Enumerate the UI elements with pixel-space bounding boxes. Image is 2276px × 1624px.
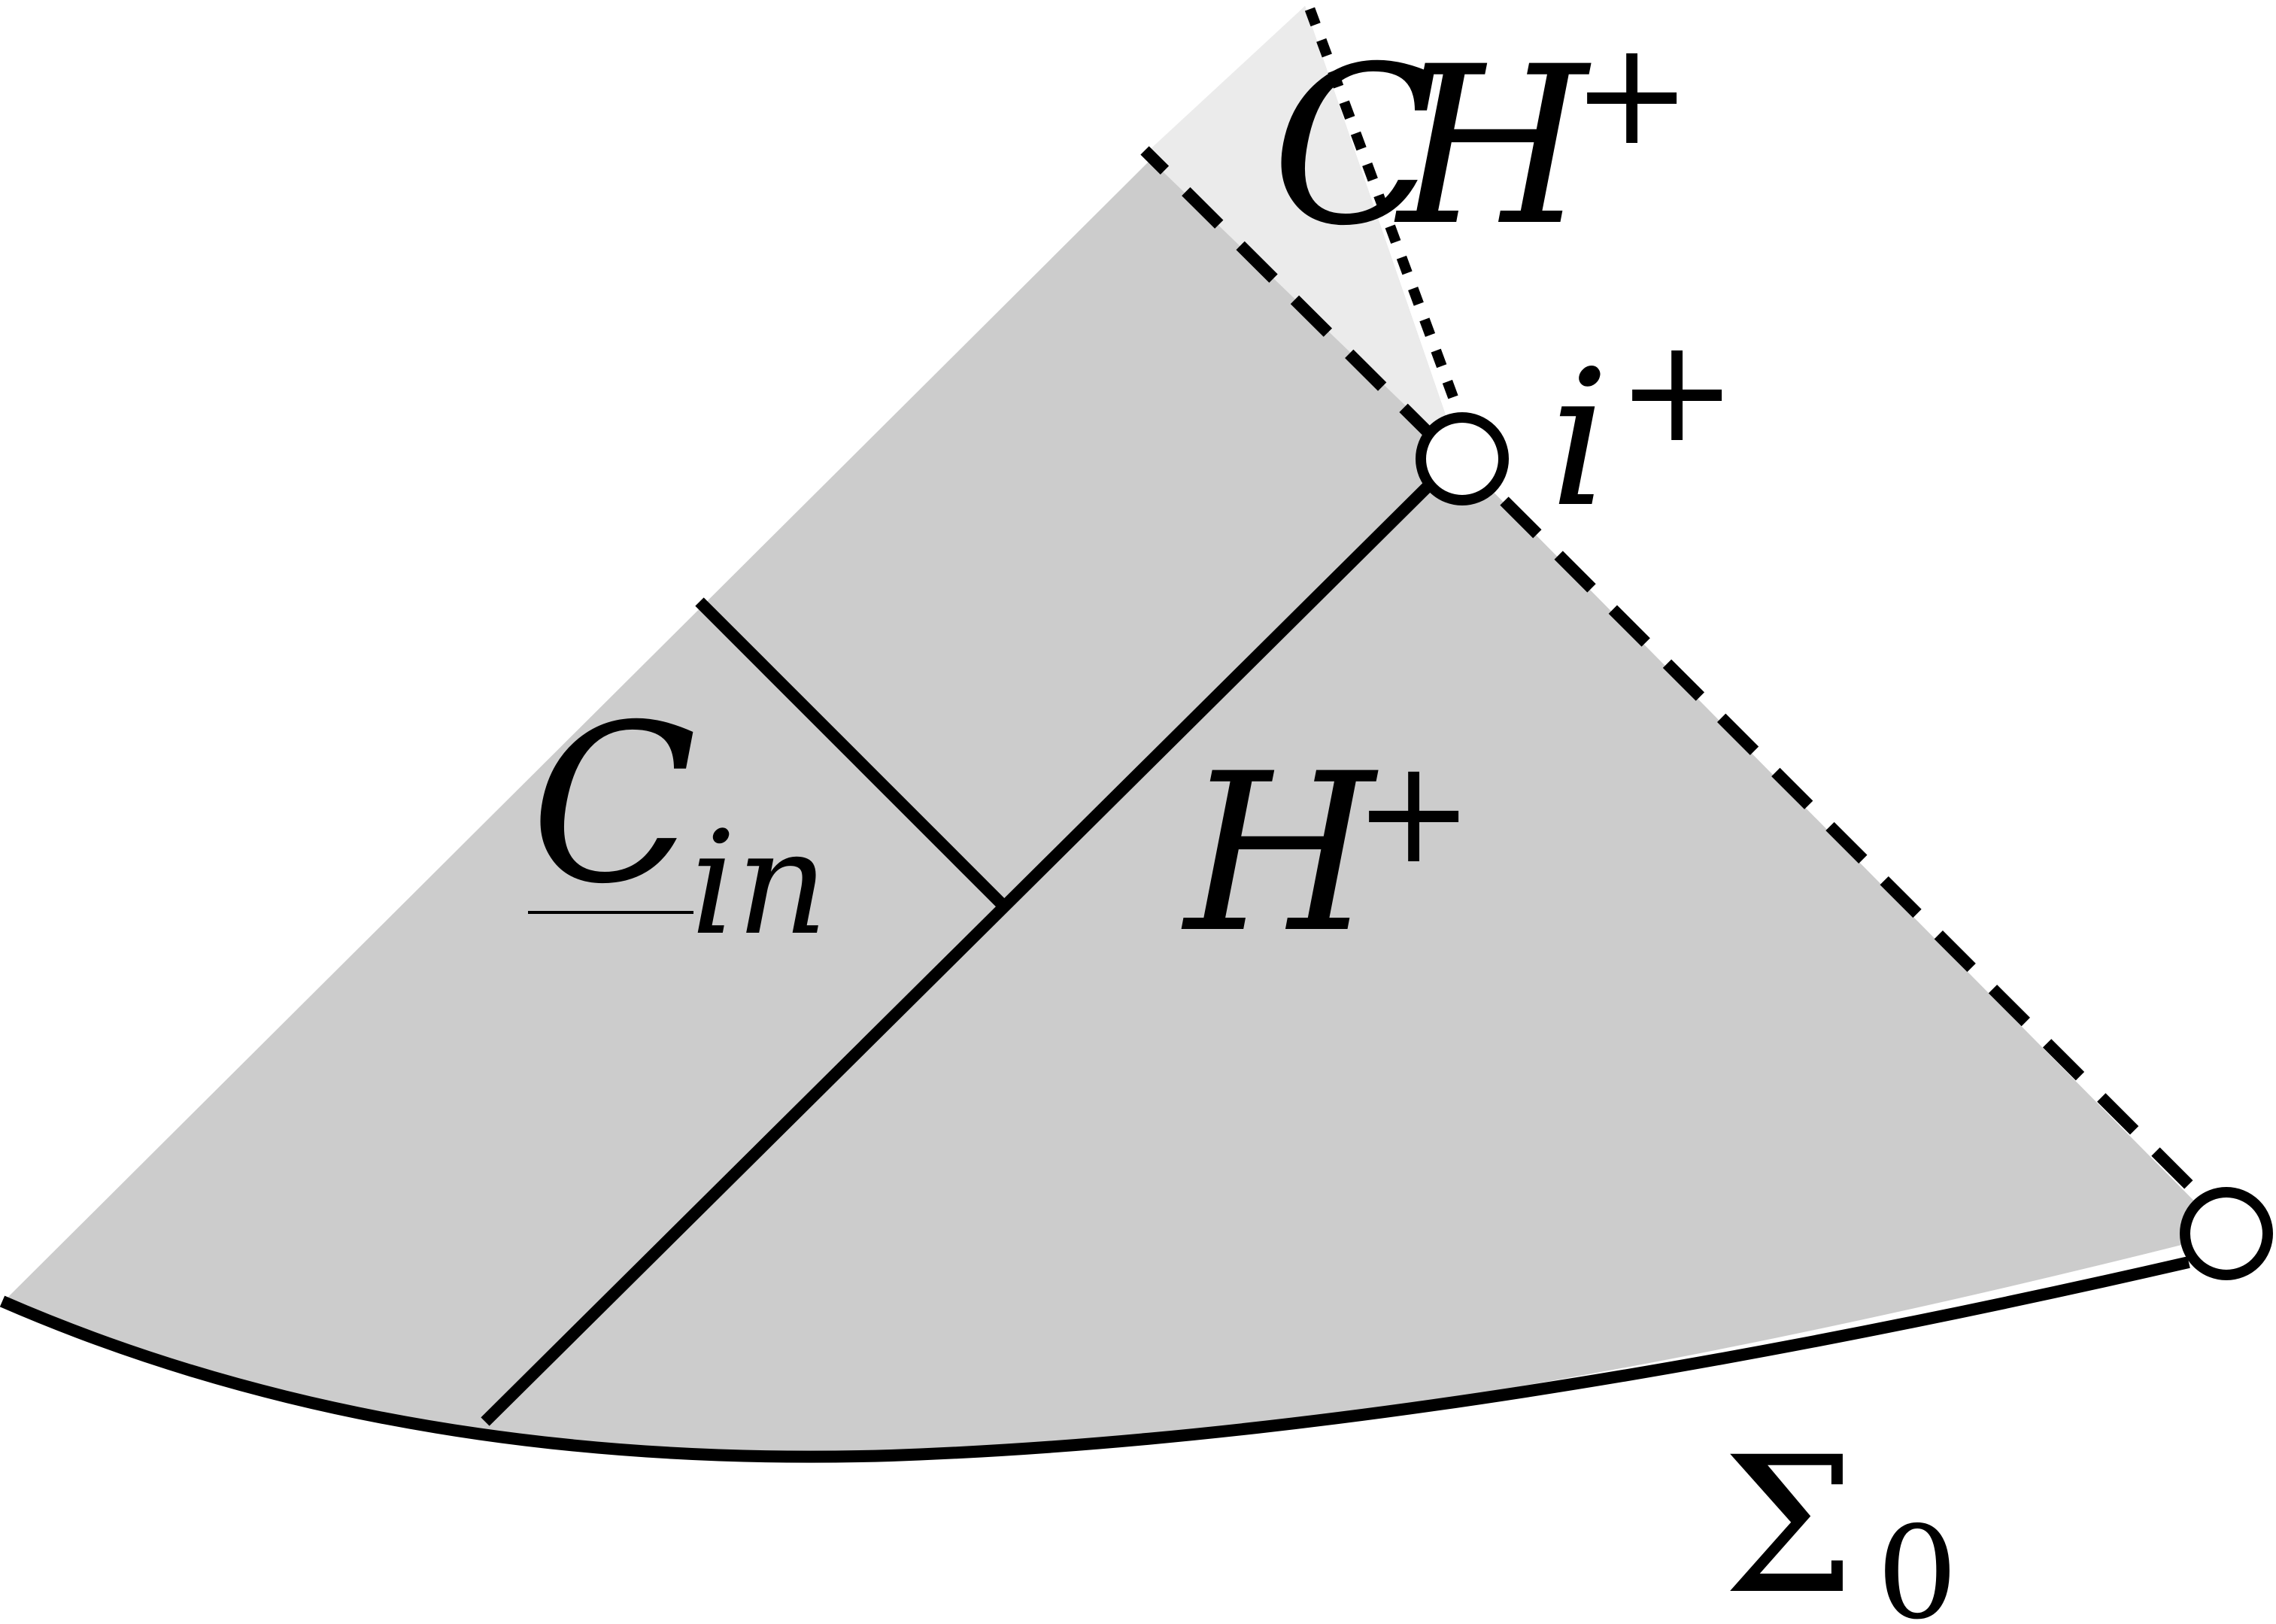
null-boundary-upper-dashed (1140, 146, 1441, 445)
ingoing-cone-label: C in (528, 678, 828, 967)
event-horizon-label: H + (1181, 727, 1473, 981)
svg-text:H: H (1181, 727, 1379, 981)
null-infinity-dashed (1500, 496, 2208, 1204)
svg-text:i: i (1549, 329, 1610, 548)
spatial-infinity-point (2180, 1187, 2273, 1280)
svg-text:0: 0 (1877, 1499, 1958, 1624)
svg-text:+: + (1572, 11, 1692, 177)
svg-text:+: + (1354, 729, 1473, 895)
svg-text:H: H (1394, 20, 1592, 274)
event-horizon-line (481, 477, 1437, 1426)
svg-text:C: C (1271, 20, 1438, 274)
svg-text:+: + (1617, 308, 1737, 474)
ingoing-cone-line (695, 597, 1009, 911)
svg-text:C: C (530, 678, 697, 932)
cauchy-horizon-line (1303, 4, 1458, 399)
timelike-infinity-point (1416, 412, 1509, 505)
svg-text:in: in (690, 800, 828, 967)
initial-surface-label: Σ 0 (1722, 1416, 1958, 1624)
cauchy-horizon-label: C H + (1271, 11, 1692, 274)
timelike-infinity-label: i + (1549, 308, 1737, 548)
upper-light-region (1145, 6, 1461, 459)
initial-surface-curve (0, 1256, 2190, 1463)
spacetime-region (4, 6, 2226, 1457)
svg-text:Σ: Σ (1722, 1416, 1856, 1624)
